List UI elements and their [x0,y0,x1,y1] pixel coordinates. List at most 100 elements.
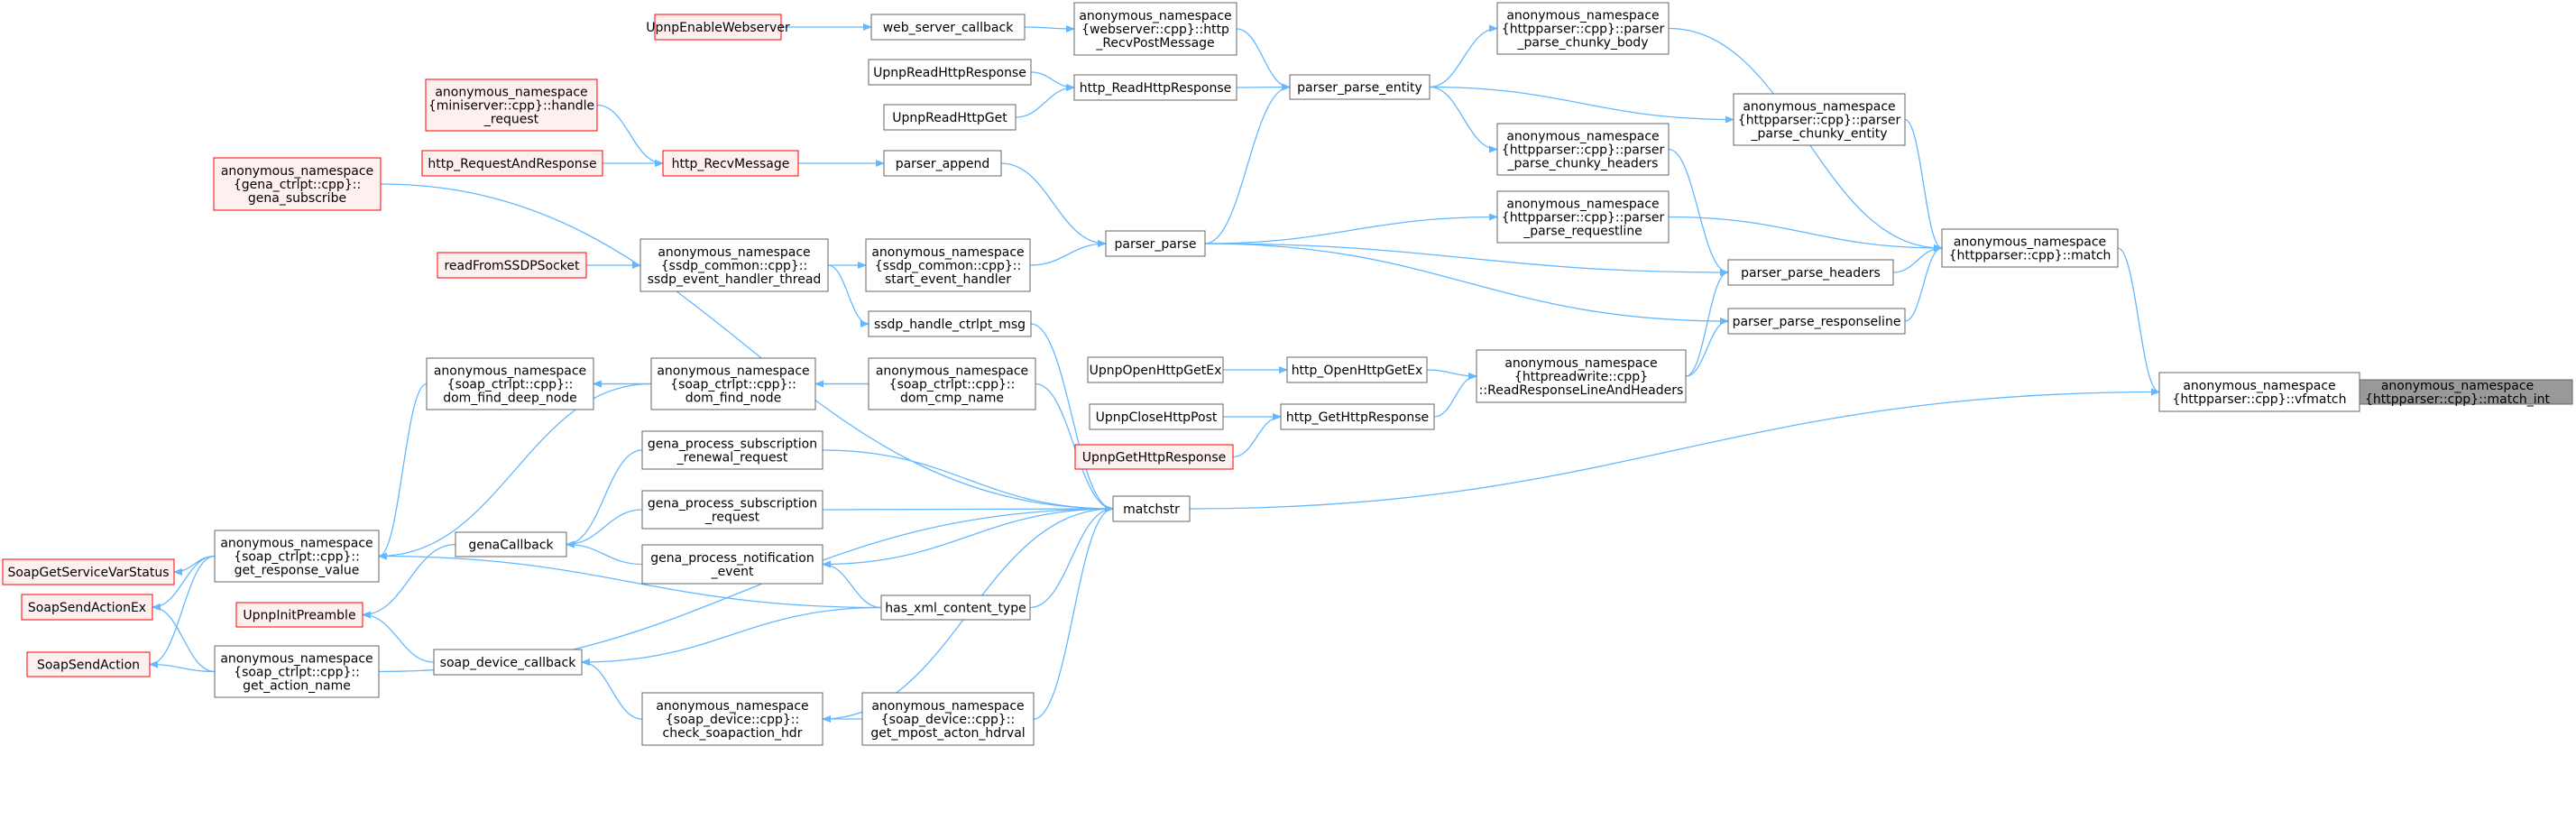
node-box [883,150,1002,177]
edge-domcmp-to-matchstr [1035,382,1114,512]
node-label: anonymous_namespace [656,699,808,714]
edge-mshandlereq-to-httprecvmsg [596,104,664,167]
node-ppchunkyentity[interactable]: anonymous_namespace{httpparser::cpp}::pa… [1733,93,1906,146]
node-box [654,14,782,41]
node-upnpreadresp[interactable]: UpnpReadHttpResponse [868,59,1032,86]
node-label: UpnpInitPreamble [243,609,355,623]
edge-wscallback-to-wsrecvpost [1024,24,1075,32]
node-pappend[interactable]: parser_append [883,150,1002,177]
node-getactionname[interactable]: anonymous_namespace{soap_ctrlpt::cpp}::g… [214,645,380,698]
node-mpostacton[interactable]: anonymous_namespace{soap_device::cpp}::g… [861,692,1035,746]
edge-matchstr-to-vfmatch [1189,388,2160,510]
node-upnpgetresp[interactable]: UpnpGetHttpResponse [1074,444,1234,470]
edge-hasxml-to-soapdevcb [581,606,882,666]
node-upnpreadget[interactable]: UpnpReadHttpGet [883,104,1017,131]
node-label: anonymous_namespace [434,364,586,379]
node-label: ssdp_handle_ctrlpt_msg [874,318,1026,332]
node-httpgetresp[interactable]: http_GetHttpResponse [1280,403,1435,430]
node-genarenewal[interactable]: gena_process_subscription_renewal_reques… [641,430,823,470]
node-label: SoapGetServiceVarStatus [7,566,169,580]
edge-genanotify-to-genacallback [566,540,643,566]
node-label: anonymous_namespace [658,245,810,260]
node-genasubscribe[interactable]: anonymous_namespace{gena_ctrlpt::cpp}::g… [213,157,382,211]
edge-pappend-to-pparse [1000,162,1107,247]
edge-genasubreq-to-genacallback [566,509,643,548]
edge-ppentity-to-ppchunkyentity [1429,86,1734,124]
node-ppresponseline[interactable]: parser_parse_responseline [1727,308,1906,335]
node-label: anonymous_namespace [1506,198,1659,212]
node-domcmp[interactable]: anonymous_namespace{soap_ctrlpt::cpp}::d… [868,357,1036,410]
node-label: {soap_ctrlpt::cpp}:: [234,550,360,565]
edge-match-to-vfmatch [2117,247,2160,396]
node-domfind[interactable]: anonymous_namespace{soap_ctrlpt::cpp}::d… [650,357,816,410]
node-domdeep[interactable]: anonymous_namespace{soap_ctrlpt::cpp}::d… [426,357,594,410]
node-httpreqresp[interactable]: http_RequestAndResponse [421,150,603,177]
node-soapsend[interactable]: SoapSendAction [26,651,151,677]
node-label: UpnpReadHttpGet [892,111,1007,125]
node-ppchunkybody[interactable]: anonymous_namespace{httpparser::cpp}::pa… [1496,2,1670,55]
edge-startevent-to-pparse [1029,240,1107,266]
node-label: _renewal_request [676,451,788,465]
node-label: {httpparser::cpp}::match_int [2365,392,2551,407]
node-label: {soap_device::cpp}:: [881,713,1015,727]
node-label: anonymous_namespace [871,699,1024,714]
edge-readresp-to-ppheaders [1685,269,1729,377]
node-httpopenex[interactable]: http_OpenHttpGetEx [1286,356,1428,383]
node-label: {gena_ctrlpt::cpp}:: [234,178,361,192]
node-pparse[interactable]: parser_parse [1105,230,1206,257]
node-soapdevcb[interactable]: soap_device_callback [433,649,583,676]
node-vfmatch[interactable]: anonymous_namespace{httpparser::cpp}::vf… [2158,372,2360,412]
node-soapgetvar[interactable]: SoapGetServiceVarStatus [2,558,175,585]
node-wscallback[interactable]: web_server_callback [870,14,1026,41]
node-genasubreq[interactable]: gena_process_subscription_request [641,490,823,530]
node-hasxml[interactable]: has_xml_content_type [880,594,1031,621]
edge-upnpgetresp-to-httpgetresp [1232,413,1282,458]
node-genanotify[interactable]: gena_process_notification_event [641,544,823,585]
edge-soapdevcb-to-upnpinitpre [362,611,435,663]
node-label: start_event_handler [885,272,1011,287]
node-label: anonymous_namespace [220,537,373,551]
node-upnpopenex[interactable]: UpnpOpenHttpGetEx [1087,356,1224,383]
node-upnpenableweb[interactable]: UpnpEnableWebserver [646,14,790,41]
edge-getactionname-to-soapsend [149,660,216,673]
node-box [1727,259,1894,286]
node-wsrecvpost[interactable]: anonymous_namespace{webserver::cpp}::htt… [1073,2,1237,56]
node-box [641,490,823,530]
node-box [1941,228,2119,268]
node-soapsendex[interactable]: SoapSendActionEx [21,594,153,621]
node-label: UpnpGetHttpResponse [1082,451,1226,465]
node-matchstr[interactable]: matchstr [1112,495,1191,522]
node-getrespval[interactable]: anonymous_namespace{soap_ctrlpt::cpp}::g… [214,530,380,583]
node-ppheaders[interactable]: parser_parse_headers [1727,259,1894,286]
node-match[interactable]: anonymous_namespace{httpparser::cpp}::ma… [1941,228,2119,268]
node-label: anonymous_namespace [220,652,373,667]
node-label: gena_process_subscription [648,497,817,511]
edge-domfind-to-getrespval [378,382,652,560]
node-ppchunkyheaders[interactable]: anonymous_namespace{httpparser::cpp}::pa… [1496,123,1670,176]
node-label: parser_parse_entity [1297,81,1422,96]
node-ppentity[interactable]: parser_parse_entity [1289,74,1431,100]
node-httpreadresp[interactable]: http_ReadHttpResponse [1073,74,1237,101]
edge-pparse-to-ppentity [1204,83,1291,244]
node-box [426,357,594,410]
node-ssdpctrlpt[interactable]: ssdp_handle_ctrlpt_msg [868,310,1032,337]
node-readssdp[interactable]: readFromSSDPSocket [437,252,587,279]
node-pprequestline[interactable]: anonymous_namespace{httpparser::cpp}::pa… [1496,190,1670,244]
node-label: matchstr [1123,502,1180,517]
node-ssdpthread[interactable]: anonymous_namespace{ssdp_common::cpp}::s… [639,238,829,292]
node-readresp[interactable]: anonymous_namespace{httpreadwrite::cpp}:… [1476,349,1687,403]
node-genacallback[interactable]: genaCallback [455,531,567,557]
node-httprecvmsg[interactable]: http_RecvMessage [662,150,799,177]
node-checksoap[interactable]: anonymous_namespace{soap_device::cpp}::c… [641,692,823,746]
node-upnpinitpre[interactable]: UpnpInitPreamble [235,602,363,628]
node-upnpclosepost[interactable]: UpnpCloseHttpPost [1089,403,1224,430]
node-label: UpnpOpenHttpGetEx [1090,364,1222,378]
node-label: get_action_name [243,679,351,694]
node-mshandlereq[interactable]: anonymous_namespace{miniserver::cpp}::ha… [425,78,598,132]
node-label: {webserver::cpp}::http [1081,23,1229,37]
node-startevent[interactable]: anonymous_namespace{ssdp_common::cpp}::s… [865,238,1031,292]
node-box [455,531,567,557]
edge-genanotify-to-matchstr [822,505,1114,566]
node-label: dom_cmp_name [900,392,1004,406]
node-box [1496,2,1670,55]
